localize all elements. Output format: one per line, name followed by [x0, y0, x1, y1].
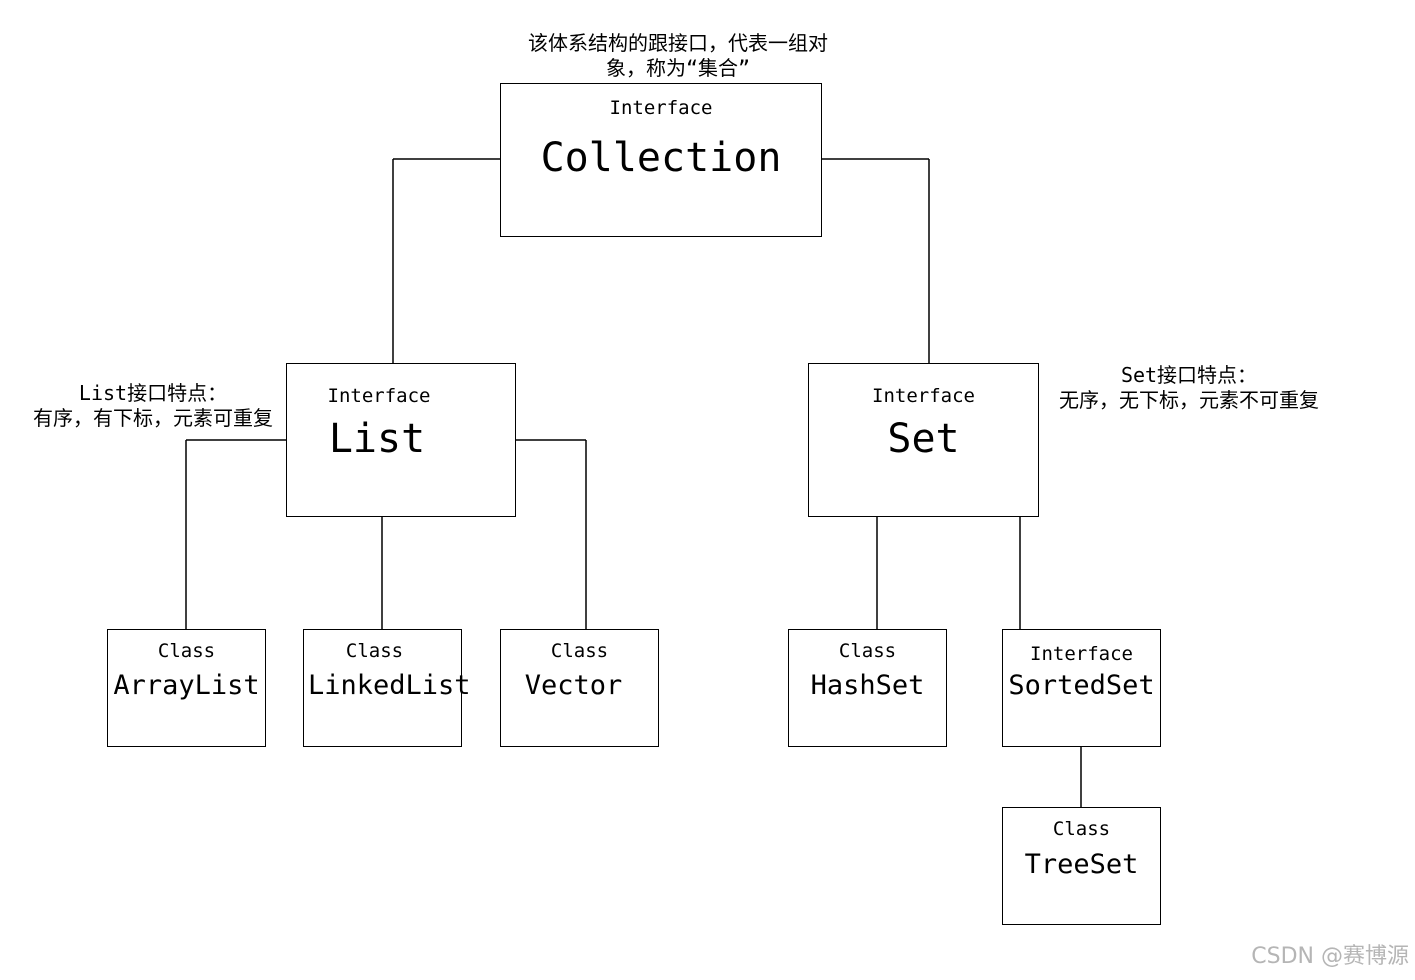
node-vector-name: Vector [524, 670, 623, 701]
set-note-line1: Set接口特点： [1120, 363, 1258, 387]
node-vector: Class Vector [500, 629, 659, 747]
node-vector-stereotype: Class [550, 640, 609, 662]
node-arraylist-name: ArrayList [113, 670, 260, 701]
node-arraylist-stereotype: Class [157, 640, 216, 662]
node-treeset-stereotype: Class [1052, 818, 1111, 840]
node-list-stereotype: Interface [327, 385, 431, 407]
node-collection: Interface Collection [500, 83, 822, 237]
node-set-stereotype: Interface [872, 385, 975, 407]
collection-note-line1: 该体系结构的跟接口，代表一组对 [528, 31, 828, 55]
list-note-line2: 有序，有下标，元素可重复 [33, 406, 273, 430]
set-note: Set接口特点： 无序，无下标，元素不可重复 [1044, 363, 1334, 413]
node-collection-stereotype: Interface [609, 97, 713, 119]
node-sortedset-name: SortedSet [1008, 670, 1155, 701]
node-list: Interface List [286, 363, 516, 517]
list-note-line1: List接口特点： [78, 381, 228, 405]
node-list-name: List [328, 416, 426, 462]
node-hashset-stereotype: Class [838, 640, 897, 662]
node-hashset: Class HashSet [788, 629, 947, 747]
collection-note: 该体系结构的跟接口，代表一组对 象，称为“集合” [500, 31, 856, 81]
node-linkedlist: Class LinkedList [303, 629, 471, 747]
node-set-name: Set [887, 416, 960, 462]
collection-note-line2: 象，称为“集合” [605, 56, 751, 80]
node-sortedset: Interface SortedSet [1002, 629, 1161, 747]
node-linkedlist-name: LinkedList [308, 670, 471, 701]
node-sortedset-stereotype: Interface [1030, 643, 1133, 665]
node-collection-name: Collection [540, 135, 782, 181]
node-arraylist: Class ArrayList [107, 629, 266, 747]
node-hashset-name: HashSet [810, 670, 925, 701]
node-linkedlist-stereotype: Class [345, 640, 404, 662]
node-treeset-name: TreeSet [1024, 849, 1139, 880]
node-set: Interface Set [808, 363, 1039, 517]
set-note-line2: 无序，无下标，元素不可重复 [1059, 388, 1319, 412]
csdn-watermark: CSDN @赛博源 [1251, 944, 1409, 969]
node-treeset: Class TreeSet [1002, 807, 1161, 925]
list-note: List接口特点： 有序，有下标，元素可重复 [20, 381, 286, 431]
